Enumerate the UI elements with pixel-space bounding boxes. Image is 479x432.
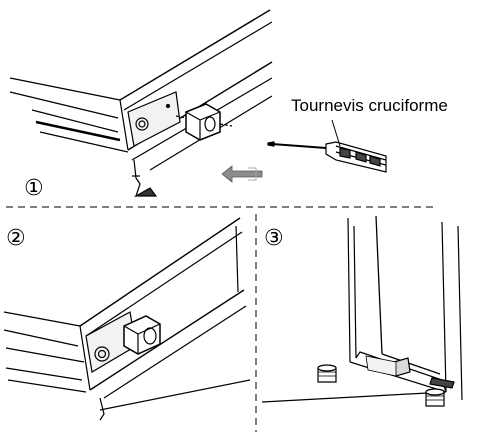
step-3-label: ③ <box>264 226 284 251</box>
step-2-label: ② <box>6 226 26 251</box>
panel-step-1 <box>9 9 273 197</box>
panel-step-2 <box>3 217 251 421</box>
tool-label: Tournevis cruciforme <box>291 96 448 115</box>
push-arrow-icon <box>221 165 263 183</box>
step-1-label: ① <box>24 176 44 201</box>
screwdriver-icon <box>267 119 387 173</box>
foot-icon <box>317 364 445 407</box>
panel-step-3 <box>261 215 463 407</box>
